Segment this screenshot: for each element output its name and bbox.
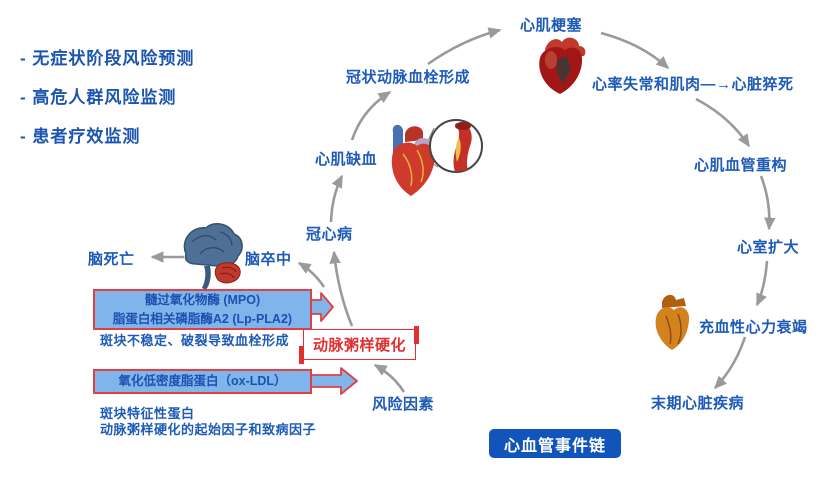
node-brain-death: 脑死亡 [88,251,135,268]
node-myocardial-infarction: 心肌梗塞 [520,17,583,34]
box-corner-accent-bottom-left [299,346,304,364]
arc-dilation-to-chf [755,260,769,307]
biomarker-box-mpo-lppla2: 髓过氧化物酶 (MPO) 脂蛋白相关磷脂酶A2 (Lp-PLA2) [93,289,312,330]
arc-chf-to-endstage [714,336,747,390]
node-ventricular-dilation: 心室扩大 [737,239,800,256]
biomarker-box-oxldl: 氧化低密度脂蛋白（ox-LDL） [93,369,312,394]
biomarker-lppla2: 脂蛋白相关磷脂酶A2 (Lp-PLA2) [112,311,293,326]
biomarker-arrow-1-icon [310,292,334,322]
bullet-risk-monitoring: - 高危人群风险监测 [20,88,177,107]
application-bullets: - 无症状阶段风险预测 - 高危人群风险监测 - 患者疗效监测 [20,44,194,161]
arc-chd-to-ischemia [329,174,344,223]
atherosclerosis-box: 动脉粥样硬化 [303,329,416,360]
artery-plaque-magnifier-icon [429,119,483,173]
arc-remodeling-to-dilation [759,175,776,231]
note-plaque-protein: 斑块特征性蛋白 [100,406,195,421]
footer-badge: 心血管事件链 [489,429,621,458]
node-stroke: 脑卒中 [245,251,292,268]
node-atherosclerosis: 动脉粥样硬化 [312,337,406,354]
arc-mi-to-arrhythmia [600,31,670,69]
arc-chd-to-stroke [297,261,326,288]
node-coronary-heart-disease: 冠心病 [306,226,353,243]
biomarker-mpo: 髓过氧化物酶 (MPO) [144,293,261,308]
brain-image [183,222,243,290]
footer-badge-label: 心血管事件链 [503,437,606,455]
arc-arrhythmia-to-remodeling [695,97,751,148]
node-myocardial-vascular-remodeling: 心肌血管重构 [694,157,788,174]
note-plaque-instability: 斑块不稳定、破裂导致血栓形成 [100,333,290,348]
node-myocardial-ischemia: 心肌缺血 [315,151,378,168]
node-congestive-heart-failure: 充血性心力衰竭 [699,319,808,336]
arc-ischemia-to-thrombosis [350,90,392,141]
bullet-risk-prediction: - 无症状阶段风险预测 [20,49,195,68]
box-corner-accent-top-right [414,326,419,344]
note-athero-factors: 动脉粥样硬化的起始因子和致病因子 [100,422,317,437]
infarcted-heart-image [539,37,586,94]
node-coronary-thrombosis: 冠状动脉血栓形成 [346,69,471,86]
node-risk-factors: 风险因素 [372,396,435,413]
ischemic-heart-image [391,124,435,196]
bullet-efficacy-monitoring: - 患者疗效监测 [20,127,141,146]
arc-thrombosis-to-mi [427,27,502,66]
biomarker-oxldl: 氧化低密度脂蛋白（ox-LDL） [118,374,287,389]
node-end-stage-heart-disease: 末期心脏疾病 [651,395,745,412]
arc-risk-to-athero [373,363,406,393]
node-arrhythmia-sudden-death: 心率失常和肌肉—→心脏猝死 [592,76,794,93]
failing-heart-image [655,294,690,350]
arc-athero-to-chd [329,250,354,327]
biomarker-arrow-2-icon [310,367,358,395]
